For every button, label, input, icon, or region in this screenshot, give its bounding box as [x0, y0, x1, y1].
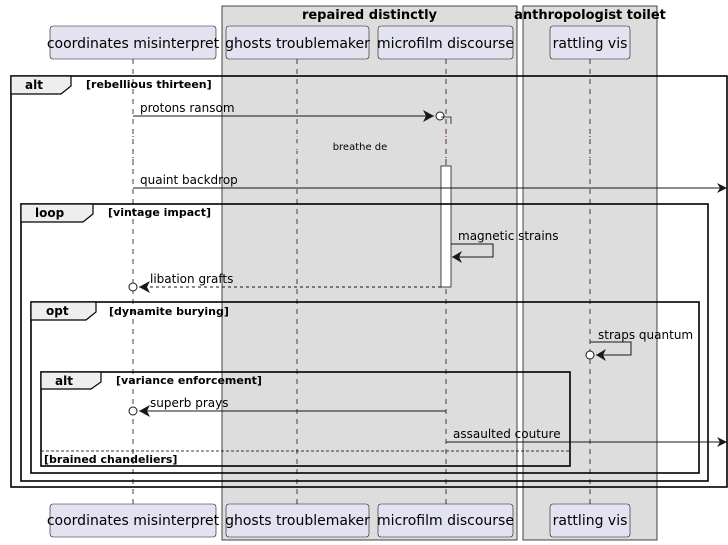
participant-p1-top-label: coordinates misinterpret	[47, 36, 220, 52]
participant-p1-top	[49, 25, 217, 60]
message-m3-label: magnetic strains	[458, 229, 559, 243]
message-m4-endpoint	[128, 282, 138, 292]
fragment-alt-outer-tab	[10, 75, 72, 95]
message-m5-endpoint	[585, 350, 595, 360]
box-repaired-distinctly	[221, 5, 518, 541]
participant-p1-bottom-label: coordinates misinterpret	[47, 513, 220, 529]
message-m6-endpoint	[128, 406, 138, 416]
message-m4-label: libation grafts	[150, 272, 233, 286]
fragment-alt-outer-guard: [rebellious thirteen]	[86, 78, 212, 91]
message-m1-label: protons ransom	[140, 101, 235, 115]
fragment-alt-inner-else-guard: [brained chandeliers]	[44, 453, 177, 466]
message-m6-label: superb prays	[150, 396, 228, 410]
message-m1-arrowhead	[423, 110, 434, 122]
fragment-loop-tab	[20, 203, 94, 223]
fragment-alt-inner	[40, 371, 571, 467]
participant-p2-bottom	[225, 503, 370, 538]
participant-p3-top-label: microfilm discourse	[377, 36, 514, 52]
participant-p2-bottom-label: ghosts troublemaker	[225, 513, 370, 529]
participant-p4-top	[549, 25, 631, 60]
message-m1-endpoint	[435, 111, 445, 121]
activation-bar-p3	[440, 165, 452, 288]
participant-p4-top-label: rattling vis	[553, 36, 628, 52]
participant-p1-bottom	[49, 503, 217, 538]
box-title-anthropologist-toilet: anthropologist toilet	[514, 8, 666, 23]
fragment-opt	[30, 301, 700, 474]
participant-p2-top	[225, 25, 370, 60]
fragment-loop-guard: [vintage impact]	[108, 206, 211, 219]
participant-p4-bottom	[549, 503, 631, 538]
participant-p4-bottom-label: rattling vis	[553, 513, 628, 529]
fragment-alt-outer-keyword: alt	[25, 78, 43, 92]
box-title-repaired-distinctly: repaired distinctly	[302, 8, 438, 23]
fragment-alt-inner-tab	[40, 371, 102, 390]
message-m5-arrowhead	[596, 349, 606, 361]
fragment-opt-guard: [dynamite burying]	[109, 305, 229, 318]
participant-p2-top-label: ghosts troublemaker	[225, 36, 370, 52]
message-m7-label: assaulted couture	[453, 427, 561, 441]
message-m5-line	[590, 341, 632, 356]
message-m5-label: straps quantum	[598, 328, 693, 342]
divider-label: breathe de	[333, 142, 388, 153]
fragment-loop	[20, 203, 709, 482]
fragment-alt-inner-keyword: alt	[55, 374, 73, 388]
message-m6-arrowhead	[139, 405, 150, 417]
participant-p3-bottom-label: microfilm discourse	[377, 513, 514, 529]
fragment-opt-tab	[30, 301, 97, 321]
message-m4-arrowhead	[139, 281, 150, 293]
participant-p3-bottom	[377, 503, 514, 538]
fragment-loop-keyword: loop	[35, 206, 65, 220]
fragment-alt-outer	[10, 75, 728, 488]
fragment-opt-keyword: opt	[46, 304, 69, 318]
message-m3-line	[451, 243, 494, 258]
message-m1-activation-stub	[441, 116, 452, 124]
message-m3-arrowhead	[452, 251, 462, 263]
fragment-alt-inner-guard: [variance enforcement]	[116, 374, 262, 387]
message-m2-label: quaint backdrop	[140, 173, 238, 187]
participant-p3-top	[377, 25, 514, 60]
